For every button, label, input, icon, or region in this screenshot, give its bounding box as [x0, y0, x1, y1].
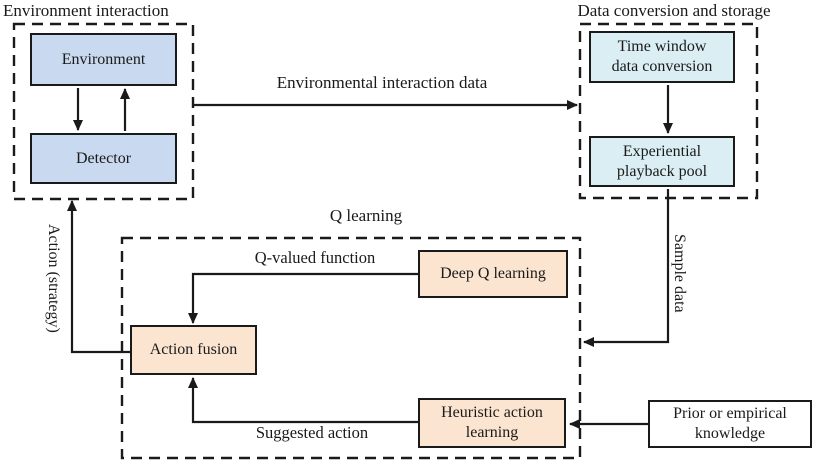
environment-interaction-frame — [12, 22, 195, 201]
arrow-heuristic-to-actionfusion — [188, 377, 418, 424]
action-strategy-label: Action (strategy) — [45, 223, 62, 333]
arrow-deepq-to-actionfusion — [188, 272, 418, 324]
q-learning-frame — [120, 236, 582, 460]
experiential-playback-pool-node: Experiential playback pool — [589, 136, 735, 187]
detector-node: Detector — [30, 133, 177, 184]
environment-node: Environment — [30, 33, 177, 86]
environment-interaction-title: Environment interaction — [3, 1, 169, 20]
time-window-data-conversion-node: Time window data conversion — [589, 31, 735, 83]
sample-data-label: Sample data — [671, 233, 688, 313]
prior-empirical-knowledge-node: Prior or empirical knowledge — [648, 400, 812, 448]
q-learning-title: Q learning — [329, 206, 403, 225]
arrow-sample-data — [583, 189, 670, 347]
suggested-action-label: Suggested action — [255, 423, 369, 442]
action-fusion-node: Action fusion — [130, 325, 257, 375]
q-valued-function-label: Q-valued function — [254, 248, 376, 267]
data-conversion-title: Data conversion and storage — [577, 1, 771, 20]
arrow-action-strategy — [67, 200, 130, 354]
environmental-interaction-data-label: Environmental interaction data — [276, 73, 488, 92]
deep-q-learning-node: Deep Q learning — [418, 250, 568, 298]
heuristic-action-learning-node: Heuristic action learning — [418, 398, 566, 448]
